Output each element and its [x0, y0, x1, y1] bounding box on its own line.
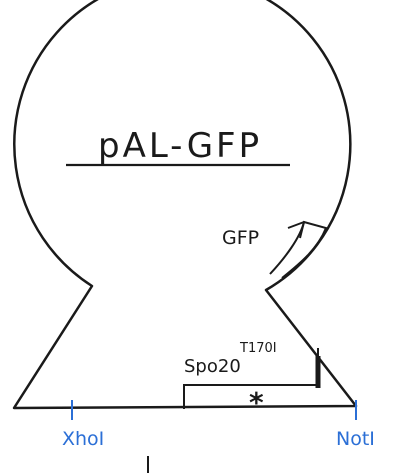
xhoi-label: XhoI	[62, 428, 104, 450]
plasmid-name: pAL-GFP	[98, 126, 262, 166]
plasmid-outline	[12, 0, 358, 410]
gfp-arrow-body	[269, 220, 328, 279]
spo20-label: Spo20	[184, 356, 241, 377]
spo20-superscript: T170I	[239, 341, 277, 356]
gfp-label: GFP	[222, 227, 259, 249]
noti-label: NotI	[336, 428, 375, 450]
mutation-asterisk: *	[249, 386, 264, 419]
gfp-arrowhead-icon	[287, 221, 305, 239]
